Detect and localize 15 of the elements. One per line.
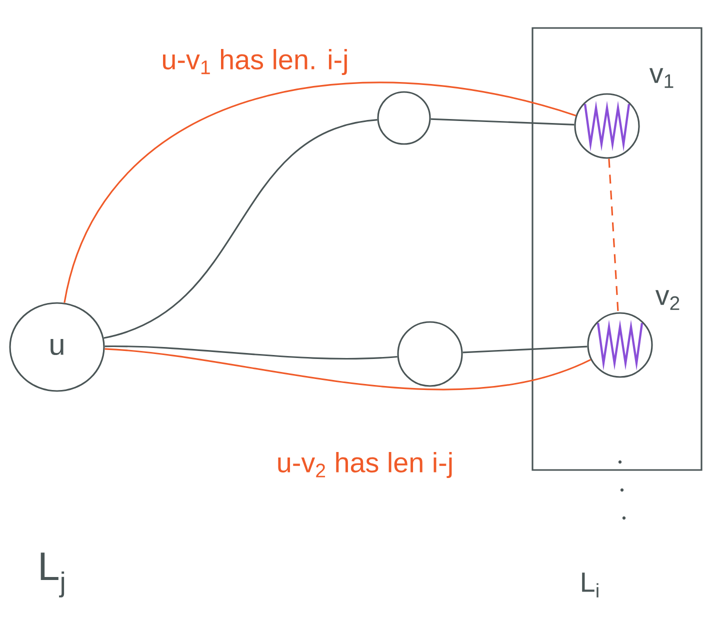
node-label: v$_{2}$ [655,290,680,310]
connector [608,158,619,312]
connector [104,119,378,339]
vertex-circle [397,321,463,387]
edge-label: u-v$_{1}$ has len. i-j [159,47,351,77]
layer-label: L$_{j}$ [40,552,64,598]
node-label: L$_{i}$ [582,572,598,598]
vertex-circle [377,91,431,145]
connector [430,118,574,126]
edge-label: u-v$_{2}$ has len i-j [274,450,456,480]
node-label: v$_{1}$ [649,68,674,88]
connector [462,346,588,354]
connector [104,346,398,360]
connector [64,82,576,303]
connector [104,348,591,390]
